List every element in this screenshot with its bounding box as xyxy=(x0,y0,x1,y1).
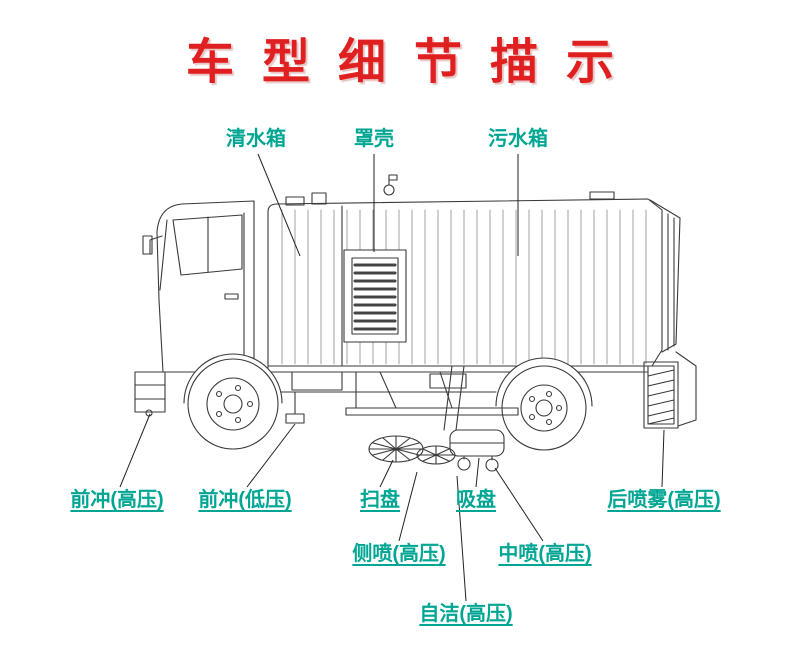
label-clean-water-tank: 清水箱 xyxy=(226,128,286,150)
figure-title: 车型细节描示 xyxy=(185,34,642,90)
leader-rear-spray-high xyxy=(661,429,665,488)
truck-illustration xyxy=(134,174,697,472)
tank-body xyxy=(253,198,681,393)
label-front-flush-low: 前冲(低压) xyxy=(198,489,292,511)
label-sweep-disc: 扫盘 xyxy=(360,489,400,511)
leader-side-spray-high xyxy=(398,471,418,542)
leader-self-clean-high xyxy=(456,475,467,602)
label-self-clean-high: 自洁(高压) xyxy=(419,603,513,625)
leader-suction-disc xyxy=(475,457,480,488)
leader-front-flush-low xyxy=(246,423,296,488)
label-suction-disc: 吸盘 xyxy=(456,489,496,511)
leader-front-flush-high xyxy=(119,413,151,488)
top-fittings xyxy=(285,174,615,206)
leader-lines xyxy=(119,153,665,602)
sweep-assembly xyxy=(145,365,519,472)
leader-middle-spray-high xyxy=(494,467,544,542)
leader-sweep-disc xyxy=(379,459,394,488)
front-wheel xyxy=(187,358,279,450)
label-sewage-tank: 污水箱 xyxy=(488,128,548,150)
label-rear-spray-high: 后喷雾(高压) xyxy=(607,489,721,511)
leader-clean-water-tank xyxy=(257,153,301,257)
label-front-flush-high: 前冲(高压) xyxy=(70,489,164,511)
label-cover-shell: 罩壳 xyxy=(354,128,394,150)
label-side-spray-high: 侧喷(高压) xyxy=(352,543,446,565)
cab xyxy=(134,200,267,413)
label-middle-spray-high: 中喷(高压) xyxy=(498,543,592,565)
rear-spray-unit xyxy=(643,351,697,429)
cover-panel xyxy=(343,249,407,343)
